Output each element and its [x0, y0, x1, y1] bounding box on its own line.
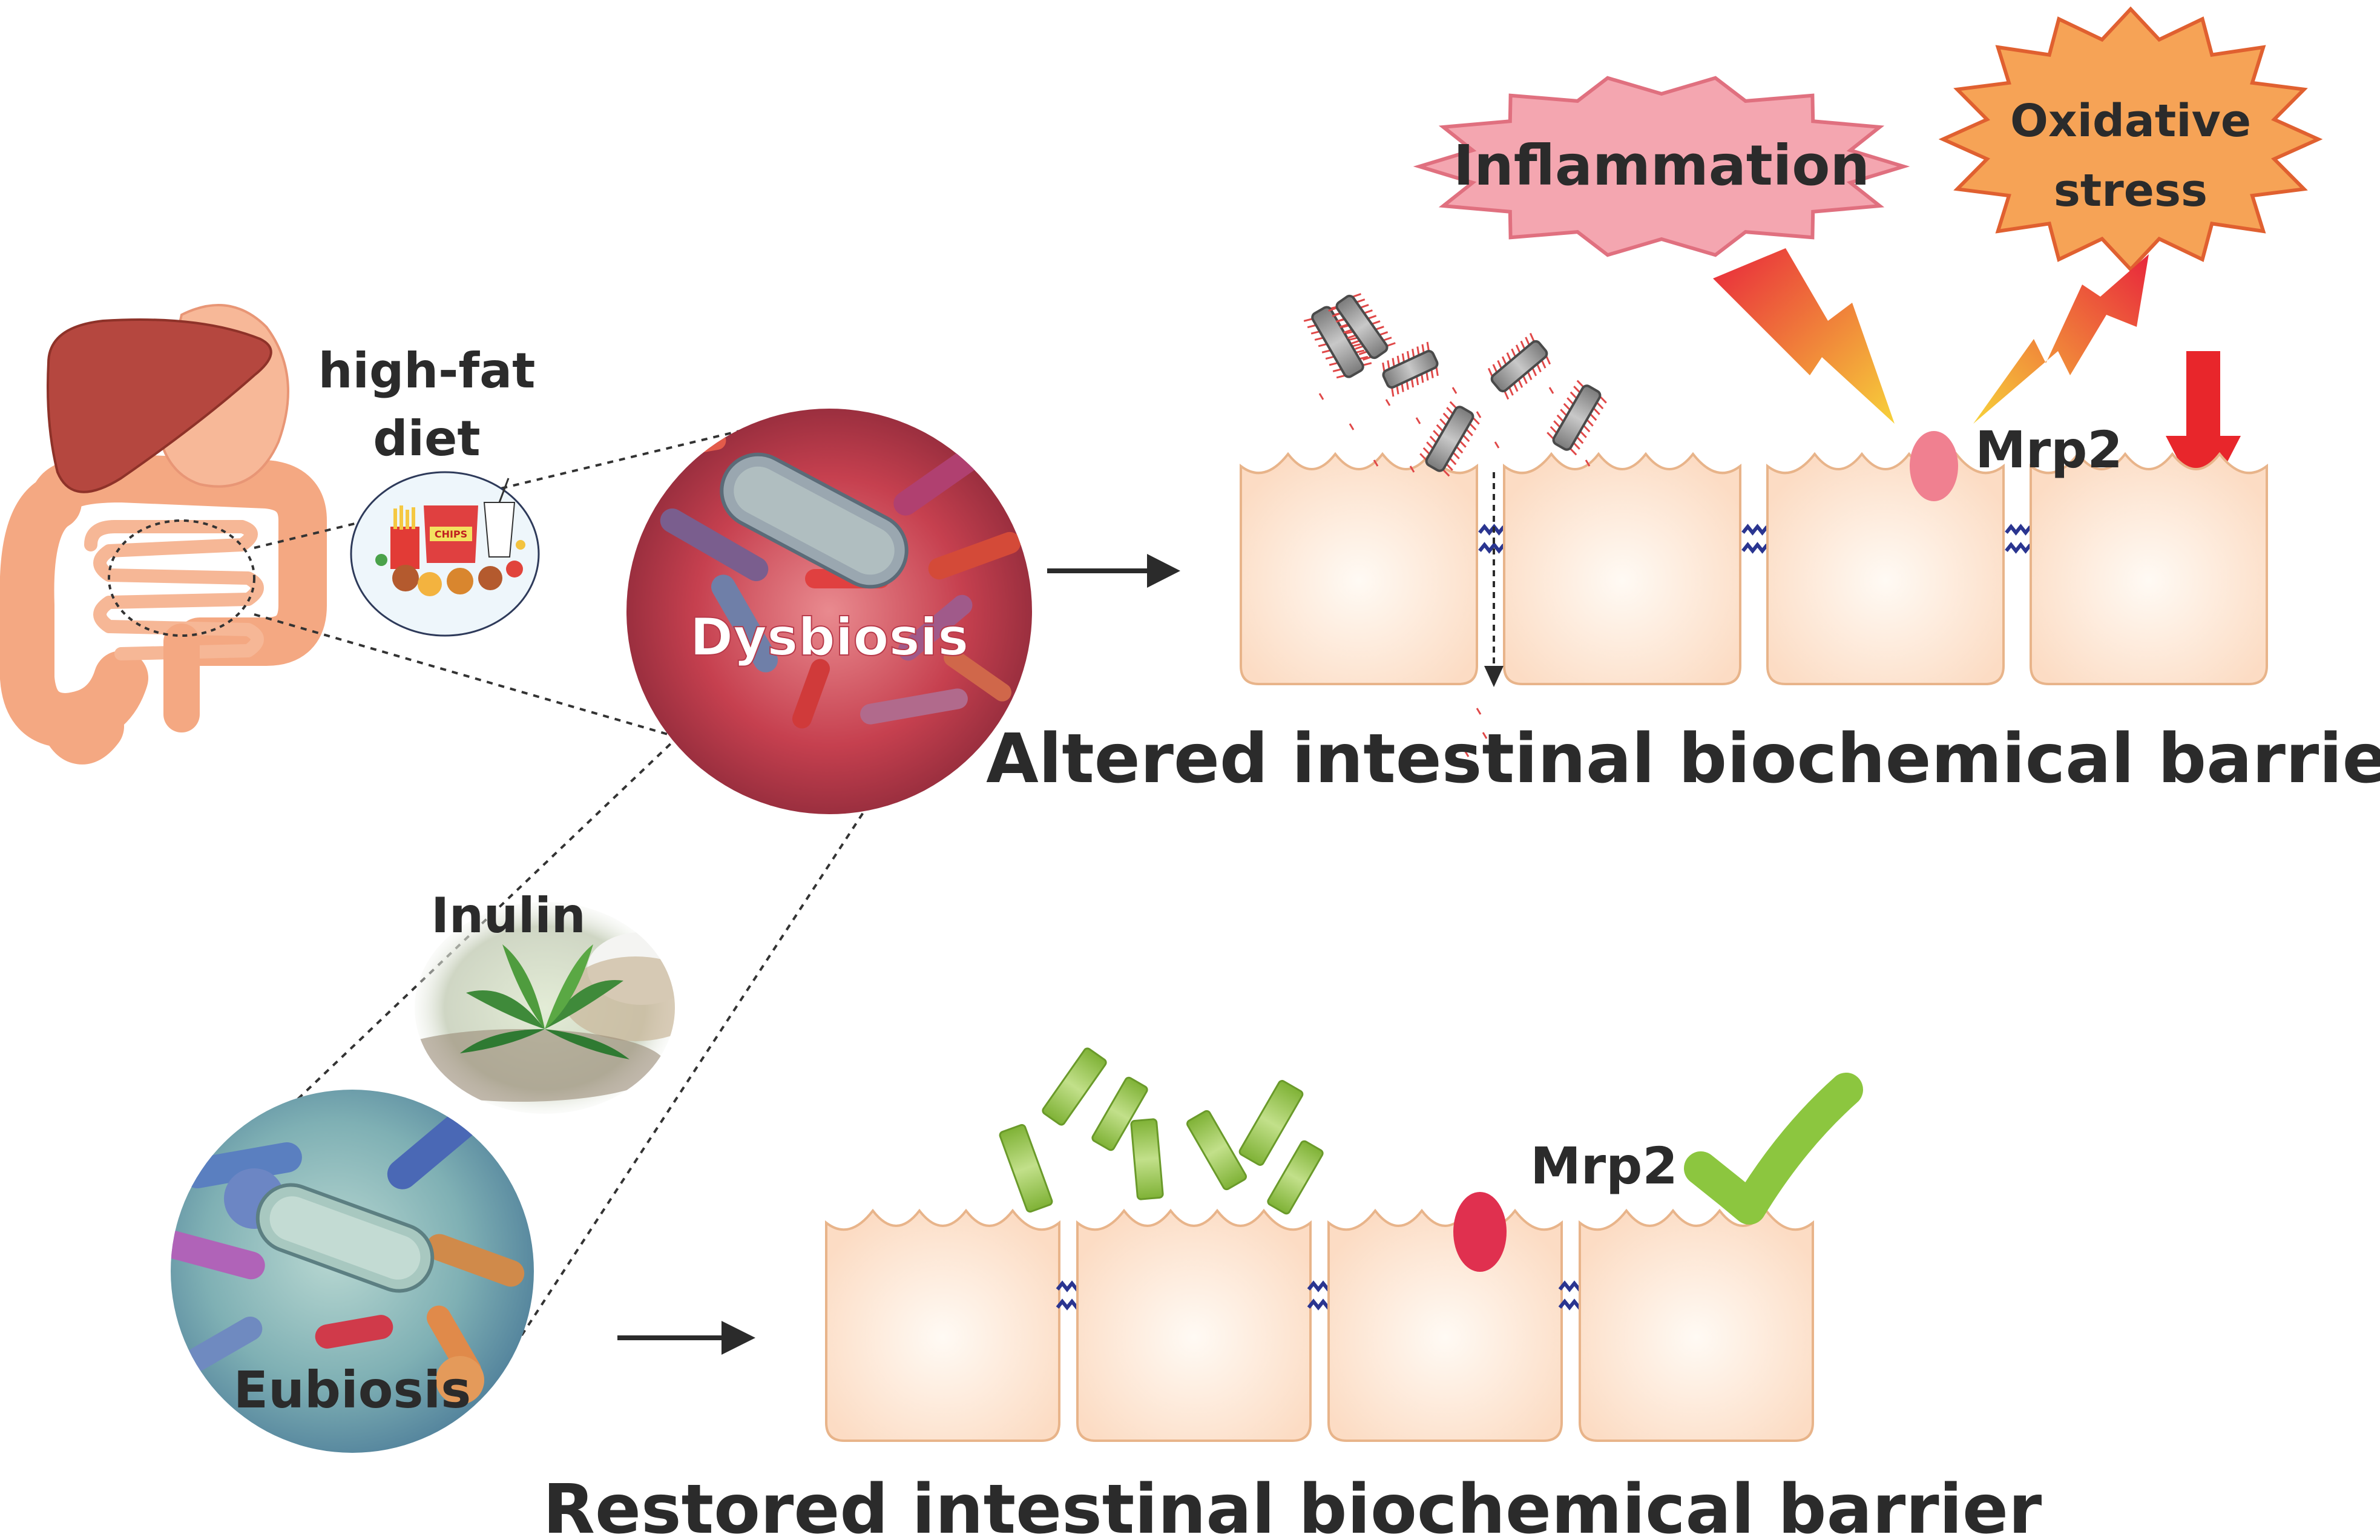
beneficial-bacterium — [1186, 1110, 1247, 1191]
mrp2-label-bottom: Mrp2 — [1530, 1136, 1678, 1196]
arrow-to-altered-barrier — [1047, 554, 1180, 588]
pathogenic-bacteria-group — [1303, 293, 1607, 757]
pathogenic-bacterium — [1419, 401, 1480, 477]
high-fat-label-line1: high-fat — [318, 343, 536, 399]
mrp2-label-top: Mrp2 — [1975, 420, 2123, 479]
lightning-bolt-oxidative — [1973, 254, 2149, 424]
beneficial-bacterium — [1267, 1140, 1324, 1215]
high-fat-diet-illustration: CHIPS — [350, 471, 540, 637]
restored-barrier-epithelium — [825, 1208, 1814, 1442]
inflammation-burst: Inflammation — [1413, 76, 1910, 257]
epithelial-cell — [1579, 1208, 1814, 1442]
restored-barrier-caption: Restored intestinal biochemical barrier — [543, 1470, 2042, 1538]
digestive-organs-illustration — [0, 304, 327, 765]
dysbiosis-circle: Dysbiosis — [626, 409, 1032, 814]
oxidative-label-line2: stress — [2054, 165, 2207, 217]
beneficial-bacterium — [1238, 1080, 1304, 1166]
beneficial-bacterium — [1091, 1076, 1148, 1151]
tight-junction — [1478, 524, 1505, 554]
high-fat-label-line2: diet — [373, 410, 480, 467]
altered-barrier-caption: Altered intestinal biochemical barrier — [986, 720, 2380, 798]
check-mark-icon — [1684, 1073, 1863, 1225]
inflammation-label: Inflammation — [1453, 133, 1870, 198]
oxidative-stress-burst: Oxidative stress — [1938, 6, 2323, 272]
dysbiosis-label: Dysbiosis — [690, 607, 969, 668]
lightning-bolt-inflammation — [1713, 248, 1895, 424]
arrow-to-restored-barrier — [617, 1321, 755, 1355]
beneficial-bacterium — [1130, 1118, 1164, 1200]
epithelial-cell — [1076, 1208, 1312, 1442]
beneficial-bacterium — [999, 1124, 1053, 1213]
chips-bag-label: CHIPS — [435, 528, 467, 540]
inulin-label: Inulin — [431, 887, 585, 944]
epithelial-cell — [1327, 1208, 1563, 1442]
mrp2-transporter-top — [1910, 431, 1958, 501]
pathogenic-bacterium — [1382, 341, 1439, 397]
eubiosis-circle: Eubiosis — [171, 1090, 534, 1453]
beneficial-bacterium — [1042, 1047, 1107, 1126]
tight-junction — [1741, 524, 1769, 554]
tight-junction — [2005, 524, 2032, 554]
pathogenic-bacterium — [1328, 293, 1396, 361]
inulin-illustration: Inulin — [415, 887, 675, 1114]
epithelial-cell — [825, 1208, 1060, 1442]
altered-barrier-epithelium — [1240, 452, 2268, 685]
epithelial-cell — [1240, 452, 1478, 685]
pathogenic-bacterium — [1547, 380, 1607, 456]
leak-arrow — [1484, 472, 1504, 687]
epithelial-cell — [2030, 452, 2268, 685]
oxidative-label-line1: Oxidative — [2010, 95, 2251, 147]
beneficial-bacteria-group — [999, 1047, 1324, 1215]
pathogenic-bacterium — [1487, 332, 1551, 400]
epithelial-cell — [1503, 452, 1741, 685]
eubiosis-label: Eubiosis — [234, 1360, 472, 1420]
epithelial-cell — [1766, 452, 2005, 685]
mrp2-transporter-bottom — [1453, 1192, 1507, 1272]
